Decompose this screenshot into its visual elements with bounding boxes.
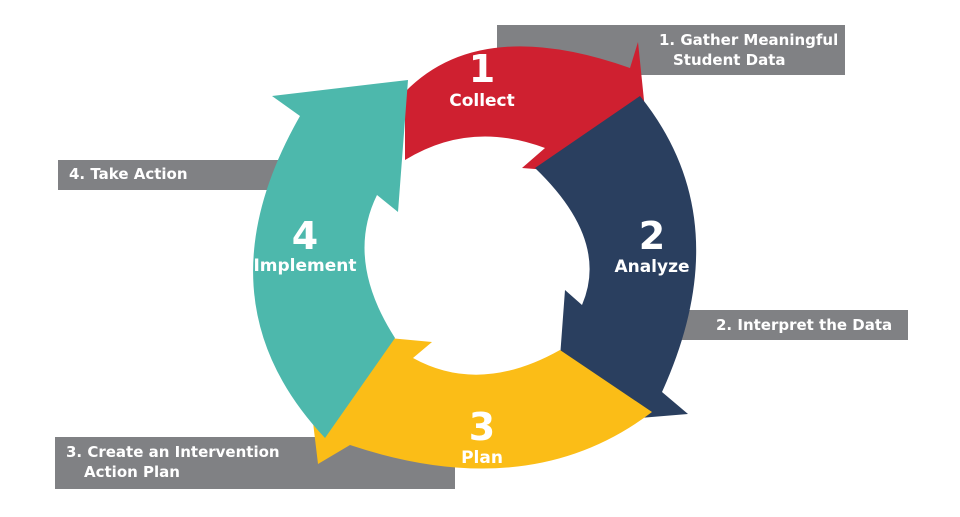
stage-4-label: Implement — [253, 256, 356, 276]
callout-implement-line1: 4. Take Action — [69, 165, 188, 183]
stage-4-number: 4 — [292, 214, 318, 258]
callout-plan-line2: Action Plan — [84, 463, 180, 481]
callout-analyze-line1: 2. Interpret the Data — [716, 316, 893, 334]
stage-3-label: Plan — [461, 448, 503, 468]
plan-arrow — [302, 330, 652, 469]
stage-2-label: Analyze — [614, 257, 689, 277]
callout-plan-line1: 3. Create an Intervention — [66, 443, 280, 461]
callout-collect-line1: 1. Gather Meaningful — [659, 31, 839, 49]
implement-arrow — [253, 80, 408, 438]
analyze-arrow — [535, 96, 697, 425]
stage-3-number: 3 — [469, 405, 495, 449]
callout-collect-line2: Student Data — [673, 51, 786, 69]
stage-1-number: 1 — [469, 47, 495, 91]
stage-2-number: 2 — [639, 214, 665, 258]
stage-1-label: Collect — [449, 91, 515, 111]
